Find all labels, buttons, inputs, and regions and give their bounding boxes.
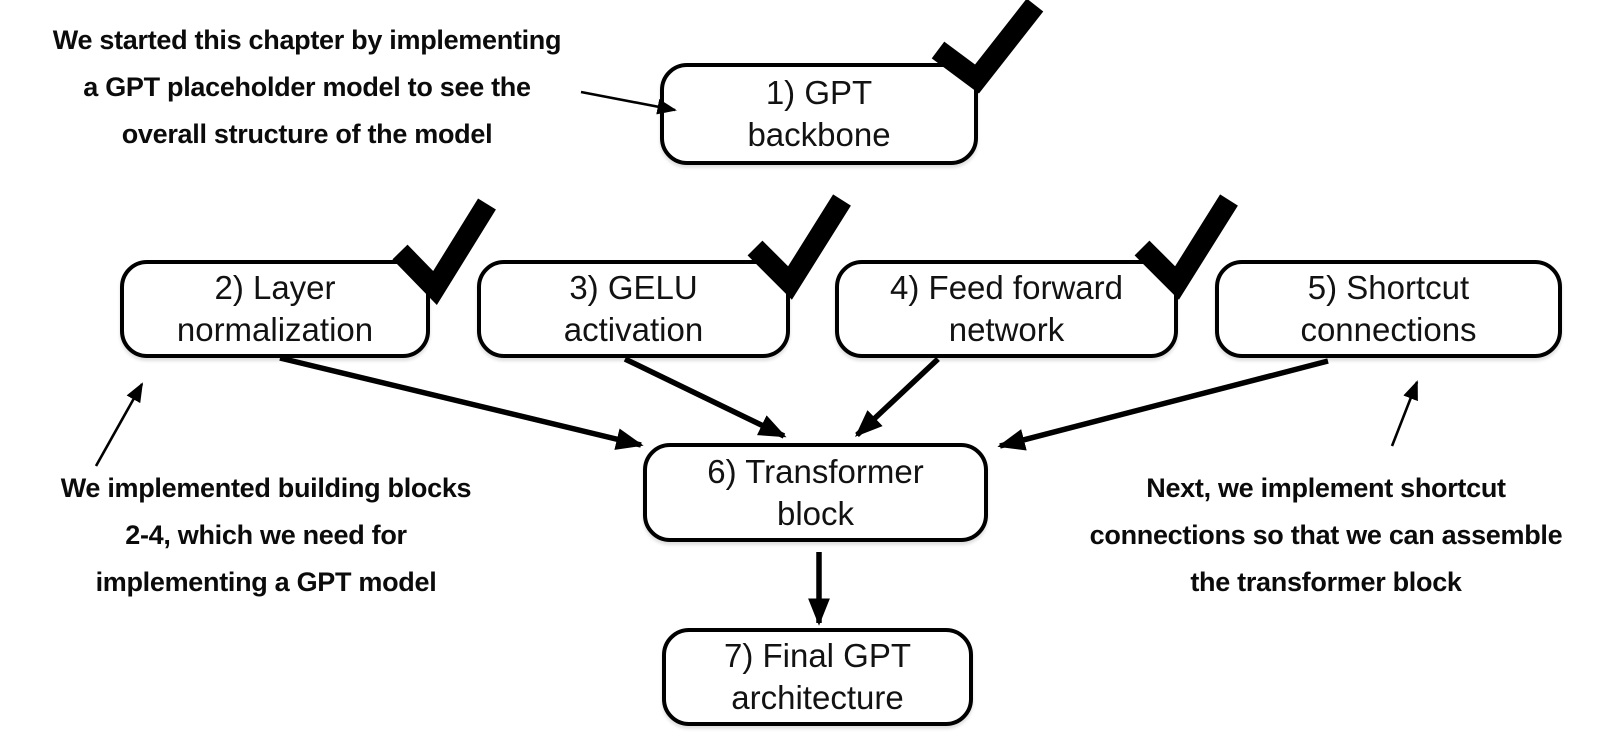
box-label-line: 3) GELU	[569, 269, 698, 306]
annotation-right: Next, we implement shortcut connections …	[1090, 465, 1563, 606]
box-label-line: 2) Layer	[214, 269, 336, 306]
box-label-line: 5) Shortcut	[1307, 269, 1470, 306]
box-feed-forward-network: 4) Feed forward network	[835, 260, 1178, 358]
annotation-top-left: We started this chapter by implementing …	[52, 17, 562, 158]
annotation-line: We implemented building blocks	[60, 473, 472, 503]
box-label-line: backbone	[747, 116, 891, 153]
annotation-line: the transformer block	[1190, 567, 1462, 597]
box-final-gpt-architecture: 7) Final GPT architecture	[662, 628, 973, 726]
box-gpt-backbone: 1) GPT backbone	[660, 63, 978, 165]
box-layer-normalization: 2) Layer normalization	[120, 260, 430, 358]
box-label-line: 4) Feed forward	[890, 269, 1123, 306]
box-label-line: activation	[563, 311, 704, 348]
arrow-feed-forward-to-transformer-block	[854, 356, 940, 438]
box-shortcut-connections: 5) Shortcut connections	[1215, 260, 1562, 358]
arrow-annotation-to-layer-normalization	[94, 382, 144, 467]
box-label-line: architecture	[731, 679, 904, 716]
box-label-line: 1) GPT	[765, 74, 873, 111]
arrow-shortcut-connections-to-transformer-block	[997, 358, 1329, 451]
annotation-line: a GPT placeholder model to see the	[83, 72, 531, 102]
annotation-line: overall structure of the model	[121, 119, 493, 149]
annotation-line: Next, we implement shortcut	[1146, 473, 1506, 503]
annotation-line: We started this chapter by implementing	[52, 25, 562, 55]
box-transformer-block: 6) Transformer block	[643, 443, 988, 542]
annotation-bottom-left: We implemented building blocks 2-4, whic…	[61, 465, 472, 606]
arrow-gelu-activation-to-transformer-block	[623, 356, 787, 439]
annotation-line: implementing a GPT model	[95, 567, 437, 597]
box-label-line: block	[776, 494, 855, 532]
box-label-line: network	[948, 311, 1065, 348]
box-gelu-activation: 3) GELU activation	[477, 260, 790, 358]
arrow-layer-normalization-to-transformer-block	[279, 355, 644, 450]
annotation-line: connections so that we can assemble	[1089, 520, 1563, 550]
box-label-line: connections	[1300, 311, 1477, 348]
box-label-line: 7) Final GPT	[723, 637, 912, 674]
box-label-line: 6) Transformer	[707, 452, 924, 490]
box-label-line: normalization	[176, 311, 374, 348]
annotation-line: 2-4, which we need for	[125, 520, 407, 550]
arrow-annotation-to-shortcut-connections	[1390, 380, 1419, 447]
